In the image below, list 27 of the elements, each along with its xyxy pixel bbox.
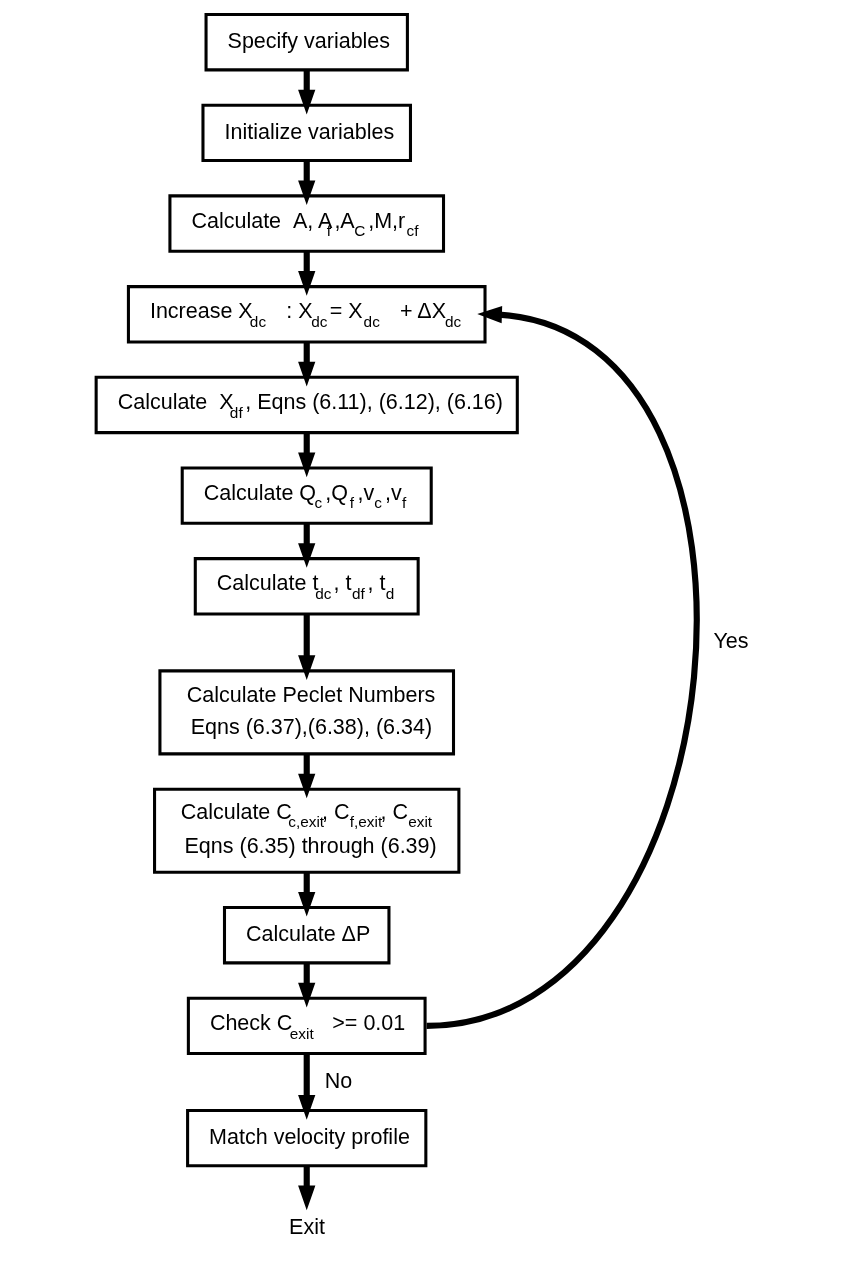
arrow bbox=[297, 754, 315, 799]
arrow bbox=[297, 614, 315, 680]
node-box: Initialize variables bbox=[200, 103, 412, 163]
node-text: Exit bbox=[288, 1215, 325, 1240]
arrow bbox=[297, 872, 315, 917]
arrow bbox=[297, 342, 315, 387]
node-box: Calculate ΔP bbox=[222, 906, 390, 965]
node-box: Calculate C$_{c,exit}$, C$_{f,exit}$, C$_{exit}$ Eqns (6.35) through (6.39) bbox=[152, 787, 460, 874]
arrow bbox=[297, 1165, 315, 1211]
arrow bbox=[297, 523, 315, 568]
node-box: Calculate X$_{df}$, Eqns (6.11), (6.12), (6.16) bbox=[94, 375, 519, 435]
node-box: Match velocity profile bbox=[185, 1108, 427, 1168]
arrow bbox=[297, 1053, 315, 1120]
arrow bbox=[297, 432, 315, 478]
node-box: Calculate Peclet Numbers Eqns (6.37),(6.38), (6.34) bbox=[157, 669, 455, 756]
node-box: Calculate Q$_{c}$,Q$_{f}$,v$_{c}$,v$_{f}$ bbox=[180, 466, 433, 525]
arrow bbox=[297, 963, 315, 1008]
edge-label: Yes bbox=[713, 629, 749, 654]
arrow bbox=[297, 70, 315, 115]
arrow bbox=[297, 251, 315, 296]
arrow bbox=[297, 160, 315, 206]
edge-label: No bbox=[324, 1068, 352, 1093]
node-box: Increase X$_{dc}$ : X$_{dc}$= X$_{dc}$ + ΔX$_{dc}$ bbox=[126, 285, 487, 344]
node-box: Specify variables bbox=[204, 13, 409, 72]
node-box: Check C$_{exit}$ >= 0.01 bbox=[186, 996, 427, 1056]
arrow bbox=[425, 306, 699, 1029]
node-box: Calculate t$_{dc}$, t$_{df}$, t$_{d}$ bbox=[193, 557, 420, 616]
